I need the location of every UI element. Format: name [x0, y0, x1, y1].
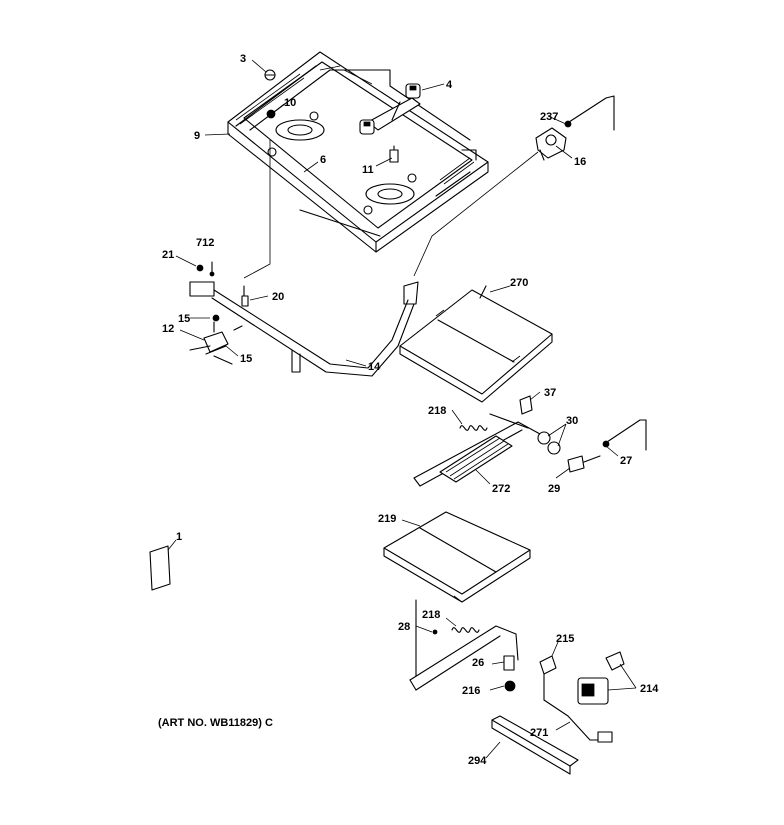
- spring-218a: [459, 425, 488, 431]
- label-9: 9: [194, 130, 200, 142]
- label-272: 272: [492, 483, 510, 495]
- label-218b: 218: [422, 609, 440, 621]
- burner-box-frame: [227, 51, 489, 253]
- fastener-21: [196, 264, 204, 272]
- label-37: 37: [544, 387, 556, 399]
- literature-1: [149, 545, 171, 591]
- leader-lines: [167, 59, 637, 759]
- burner-plate-272: [439, 435, 513, 483]
- label-16: 16: [574, 156, 586, 168]
- label-1: 1: [176, 531, 182, 543]
- igniter-wire-237: [564, 95, 615, 131]
- bracket-37: [519, 395, 533, 415]
- label-29: 29: [548, 483, 560, 495]
- label-12: 12: [162, 323, 174, 335]
- label-11: 11: [362, 164, 374, 176]
- screw-28: [432, 629, 438, 635]
- lower-burner: [409, 599, 519, 691]
- label-218a: 218: [428, 405, 446, 417]
- clip-15: [212, 314, 220, 333]
- label-15b: 15: [240, 353, 252, 365]
- label-219: 219: [378, 513, 396, 525]
- label-27: 27: [620, 455, 632, 467]
- label-271: 271: [530, 727, 548, 739]
- burner-orifice-holders: [359, 83, 421, 135]
- bracket-294: [491, 715, 579, 775]
- igniter-wire-route: [413, 151, 539, 277]
- art-number: (ART NO. WB11829) C: [158, 717, 273, 729]
- switch-214: [577, 651, 625, 705]
- wire-271: [543, 699, 613, 743]
- screw-11: [389, 145, 399, 163]
- igniter-16: [535, 127, 567, 161]
- igniter-215: [539, 655, 557, 701]
- clip-10: [266, 109, 276, 119]
- fitting-29: [567, 455, 601, 473]
- label-214: 214: [640, 683, 659, 695]
- label-215: 215: [556, 633, 574, 645]
- label-10: 10: [284, 97, 296, 109]
- shield-219: [383, 511, 531, 603]
- label-26: 26: [472, 657, 484, 669]
- label-21: 21: [162, 249, 174, 261]
- spring-218b: [451, 627, 480, 633]
- fastener-712: [209, 261, 215, 277]
- label-28: 28: [398, 621, 410, 633]
- label-30: 30: [566, 415, 578, 427]
- label-20: 20: [272, 291, 284, 303]
- label-237: 237: [540, 111, 558, 123]
- label-15a: 15: [178, 313, 190, 325]
- shield-270: [399, 285, 553, 403]
- label-294: 294: [468, 755, 487, 767]
- vertical-lead: [243, 140, 271, 279]
- label-4: 4: [446, 79, 453, 91]
- label-712: 712: [196, 237, 214, 249]
- screw-3: [264, 69, 276, 81]
- label-14: 14: [368, 361, 381, 373]
- tube-27: [602, 419, 647, 451]
- orifices-30: [537, 431, 561, 455]
- valve-12: [189, 325, 243, 365]
- manifold-14: [189, 281, 419, 377]
- nut-216: [504, 680, 516, 692]
- orifice-26: [503, 655, 515, 671]
- label-270: 270: [510, 277, 528, 289]
- label-216: 216: [462, 685, 480, 697]
- label-6: 6: [320, 154, 326, 166]
- label-3: 3: [240, 53, 246, 65]
